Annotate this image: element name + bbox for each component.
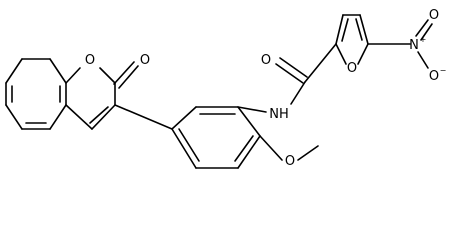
bond <box>237 135 261 169</box>
bond <box>178 128 200 162</box>
bond <box>279 57 308 78</box>
atom-labels: O O O NH O N + O O − O <box>85 8 446 169</box>
bond <box>171 128 197 169</box>
bond <box>335 14 344 45</box>
bond <box>304 43 337 83</box>
amide-oxygen: O <box>261 53 271 68</box>
bond <box>5 104 23 130</box>
bond <box>275 63 304 84</box>
nitro-nitrogen-charge: + <box>420 35 427 44</box>
bond <box>99 67 116 84</box>
nitro-oxygen-bottom: O <box>429 69 439 84</box>
bond <box>113 61 135 85</box>
coumarin-carbonyl-oxygen: O <box>140 53 150 68</box>
bond <box>65 104 93 130</box>
bond <box>234 135 254 162</box>
bond <box>359 14 369 45</box>
coumarin-ring-oxygen: O <box>85 53 95 68</box>
bond <box>5 58 23 84</box>
bond <box>420 23 433 41</box>
bond <box>335 43 347 65</box>
bond <box>114 104 173 130</box>
furan-oxygen: O <box>347 61 357 76</box>
bond <box>415 19 429 37</box>
bond <box>118 65 139 89</box>
nitro-oxygen-charge: − <box>440 66 447 75</box>
bond <box>171 106 197 130</box>
bond <box>355 18 363 41</box>
molecule-diagram: O O O NH O N + O O − O <box>5 8 446 169</box>
nitro-nitrogen: N <box>409 38 419 53</box>
bond <box>91 104 116 130</box>
bond <box>237 106 261 137</box>
bond <box>49 58 67 84</box>
bond <box>341 18 349 42</box>
bond <box>89 106 109 124</box>
bond-lines <box>5 14 433 169</box>
amide-nh: NH <box>269 107 289 122</box>
nitro-oxygen-top: O <box>429 8 439 23</box>
bond <box>49 104 67 130</box>
methoxy-oxygen: O <box>285 154 295 169</box>
bond <box>290 81 306 105</box>
bond <box>417 51 429 69</box>
bond <box>259 135 283 161</box>
bond <box>297 145 319 161</box>
bond <box>357 43 369 65</box>
bond <box>237 106 267 113</box>
bond <box>65 67 81 84</box>
